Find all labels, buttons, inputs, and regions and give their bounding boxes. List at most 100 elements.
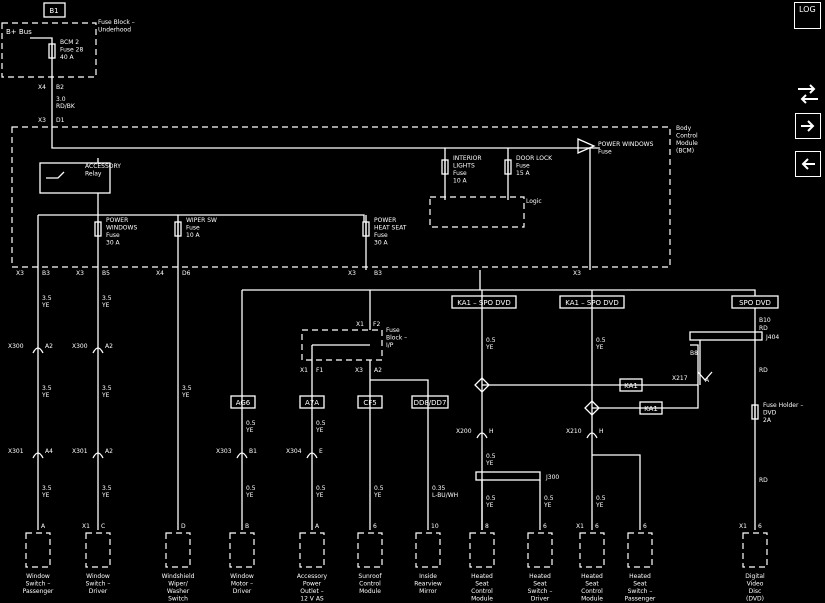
bottom-pin-0: B3 (42, 270, 50, 277)
load-pin-10: 6 (643, 523, 647, 530)
load-box-1 (85, 532, 111, 568)
inline-x200 (476, 432, 488, 439)
wire-color-8: YE (245, 492, 254, 499)
load-box-11 (742, 532, 768, 568)
inline-label-6: X200 (456, 428, 472, 435)
wire-gauge-9: 0.5 (316, 420, 326, 427)
bottom-conn-0: X3 (16, 270, 24, 277)
wire-gauge-16: 0.5 (486, 495, 496, 502)
option-ka1-a (619, 378, 643, 392)
splice-j404 (689, 331, 763, 341)
wire-color-2: YE (41, 392, 50, 399)
load-pin-4: A (315, 523, 320, 530)
wire-gauge-6: 3.5 (182, 385, 192, 392)
x217-connector (697, 371, 713, 381)
load-pin-11: 6 (758, 523, 762, 530)
wire-color-7: YE (245, 427, 254, 434)
inline-pin-1: A2 (105, 343, 113, 350)
load-box-4 (299, 532, 325, 568)
ka1-link-1 (482, 344, 699, 386)
power-windows-arrow (577, 138, 596, 154)
next-page-button[interactable] (795, 113, 821, 139)
hs-passenger-link (592, 454, 641, 530)
bcm-bus (51, 128, 600, 149)
accessory-relay-box (39, 162, 111, 194)
wire-color-5: YE (101, 492, 110, 499)
option-dd8 (411, 395, 449, 409)
bottom-conn-4: X3 (573, 270, 581, 277)
load-box-0 (25, 532, 51, 568)
wire-gauge-12: 0.5 (486, 337, 496, 344)
x4-conn-label: X4 (38, 84, 46, 91)
arrow-left-icon (801, 158, 815, 170)
previous-page-button[interactable] (795, 151, 821, 177)
feed-gauge: 3.0 (56, 96, 66, 103)
fbip-x3: X3 (355, 367, 363, 374)
bottom-pin-1: B5 (102, 270, 110, 277)
inline-x300-b (92, 347, 104, 354)
option-dd8-label: DD8/DD7 (414, 399, 447, 407)
inline-pin-8: A (705, 377, 710, 384)
wire-color-13: YE (595, 344, 604, 351)
inline-pin-5: E (319, 448, 323, 455)
option-ka1-b (639, 401, 663, 415)
option-ka1-b-label: KA1 (644, 405, 658, 413)
swap-arrows-icon[interactable] (794, 80, 822, 108)
inline-pin-2: A4 (45, 448, 53, 455)
wire-color-0: YE (41, 302, 50, 309)
load-pin-8: 6 (543, 523, 547, 530)
splice-j300-a-label: J300 (545, 474, 559, 481)
wire-color-9: YE (315, 427, 324, 434)
logic-box (429, 196, 525, 228)
bottom-conn-2: X4 (156, 270, 164, 277)
wire-color-4: YE (41, 492, 50, 499)
inline-x210 (586, 432, 598, 439)
inline-label-5: X304 (286, 448, 302, 455)
wire-color-1: YE (101, 302, 110, 309)
wire-gauge-10: 0.5 (316, 485, 326, 492)
inline-label-2: X301 (8, 448, 24, 455)
relay-contact (46, 171, 65, 179)
inline-x300-a (32, 347, 44, 354)
load-pin-2: D (181, 523, 186, 530)
feed-wire (30, 37, 53, 82)
wire-color-12: YE (485, 344, 494, 351)
dvd-rd-b: RD (759, 367, 768, 374)
wire-color-17: YE (543, 502, 552, 509)
option-spo-dvd-label: SPO DVD (739, 299, 771, 307)
wire-gauge-18: 0.5 (596, 495, 606, 502)
inline-pin-6: H (489, 428, 494, 435)
relay-out (97, 193, 365, 222)
dvd-branch (600, 289, 756, 296)
wire-gauge-7: 0.5 (246, 420, 256, 427)
bus-label: B+ Bus (6, 28, 32, 36)
option-ag6 (230, 395, 256, 409)
wire-color-18: YE (595, 502, 604, 509)
wire-gauge-2: 3.5 (42, 385, 52, 392)
wire-gauge-5: 3.5 (102, 485, 112, 492)
option-a7a (299, 395, 325, 409)
wire-gauge-0: 3.5 (42, 295, 52, 302)
fbip-f1: F1 (316, 367, 323, 374)
load-box-9 (579, 532, 605, 568)
inline-x304 (306, 452, 318, 459)
splice-diamond-2 (584, 400, 600, 416)
splice-j300-a (475, 471, 541, 481)
load-conn-1: X1 (82, 523, 90, 530)
inline-x301-a (32, 452, 44, 459)
bcm-outline (11, 126, 671, 268)
load-box-2 (165, 532, 191, 568)
load-pin-1: C (101, 523, 105, 530)
legend-button[interactable]: LOG (794, 2, 821, 29)
